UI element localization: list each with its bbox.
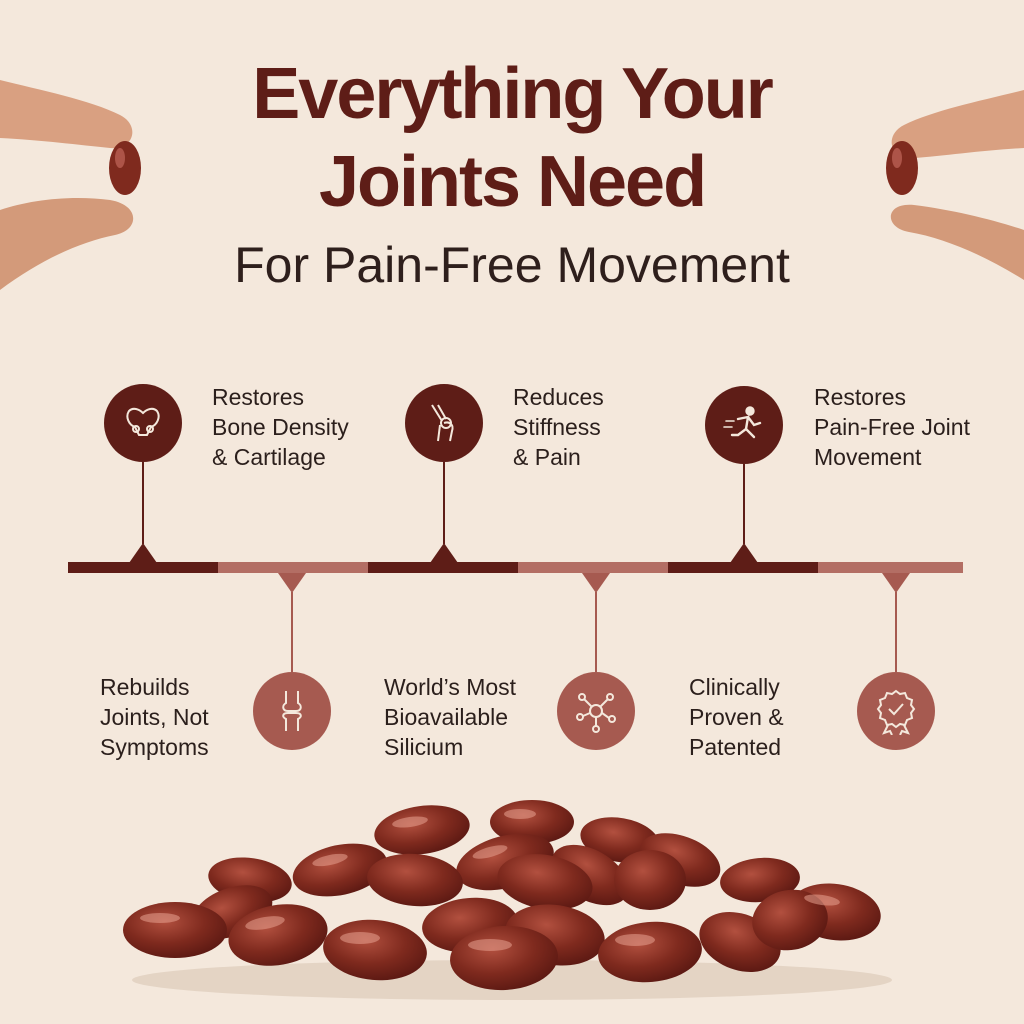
timeline-segment (68, 562, 218, 573)
timeline-marker (582, 573, 610, 593)
timeline-segment (518, 562, 668, 573)
joint-icon (253, 672, 331, 750)
knee-icon (405, 384, 483, 462)
left-hand-holding-capsule (0, 80, 141, 290)
right-hand-holding-capsule (886, 90, 1024, 280)
pelvis-icon (104, 384, 182, 462)
headline-line-1: Everything Your (252, 54, 773, 134)
timeline-segment (818, 562, 963, 573)
capsule-pile (123, 800, 892, 1000)
timeline-marker (430, 543, 458, 563)
badge-icon (857, 672, 935, 750)
runner-icon (705, 386, 783, 464)
molecule-icon (557, 672, 635, 750)
connector-line (743, 464, 745, 544)
timeline-marker (730, 543, 758, 563)
connector-line (595, 592, 597, 672)
connector-line (895, 592, 897, 672)
timeline-segment (218, 562, 368, 573)
timeline-segment (368, 562, 518, 573)
connector-line (443, 462, 445, 544)
timeline-marker (129, 543, 157, 563)
timeline-marker (882, 573, 910, 593)
headline-line-2: Joints Need (318, 142, 707, 222)
timeline-segment (668, 562, 818, 573)
timeline-marker (278, 573, 306, 593)
connector-line (142, 462, 144, 544)
connector-line (291, 592, 293, 672)
subtitle: For Pain-Free Movement (234, 237, 790, 293)
